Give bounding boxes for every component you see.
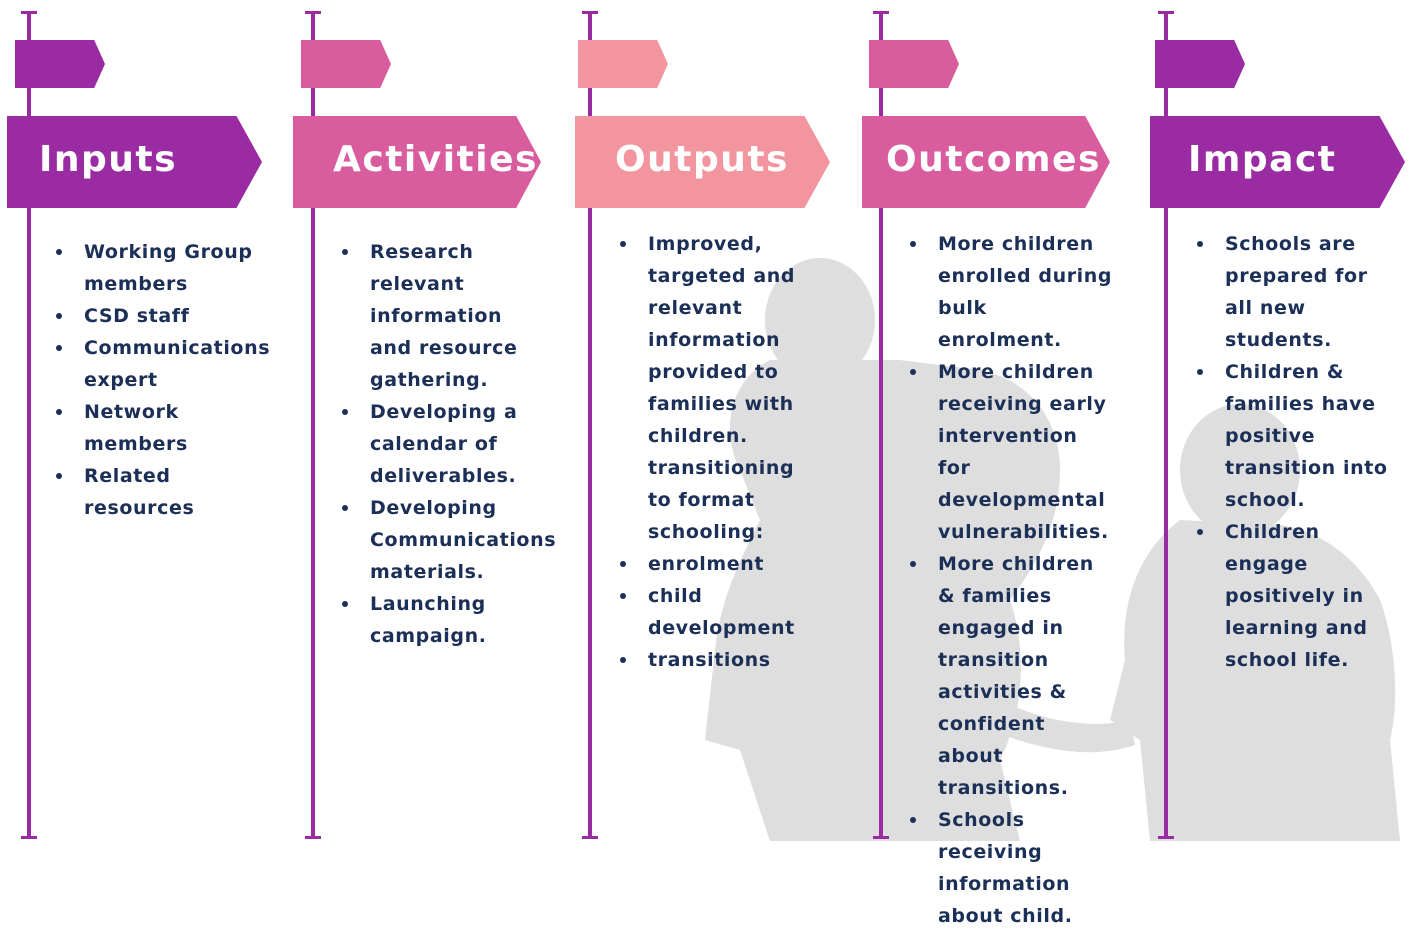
- pole-cap-bottom: [1158, 836, 1174, 839]
- header-flag-impact: Impact: [1150, 116, 1405, 208]
- pole-cap-bottom: [21, 836, 37, 839]
- pole-cap-bottom: [305, 836, 321, 839]
- item-list: Improved, targeted and relevant informat…: [620, 228, 820, 676]
- small-pennant: [301, 40, 391, 88]
- list-item: Schools receiving information about chil…: [910, 804, 1115, 932]
- small-pennant: [578, 40, 668, 88]
- pole-cap-top: [873, 11, 889, 14]
- pole-cap-top: [582, 11, 598, 14]
- flag-pole: [879, 12, 883, 838]
- header-flag-activities: Activities: [293, 116, 541, 208]
- list-item: Improved, targeted and relevant informat…: [620, 228, 820, 548]
- item-list: Schools are prepared for all new student…: [1197, 228, 1402, 676]
- list-item: Children & families have positive transi…: [1197, 356, 1402, 516]
- list-item: Working Group members: [56, 236, 271, 300]
- list-item: Related resources: [56, 460, 271, 524]
- flag-pole: [27, 12, 31, 838]
- small-pennant: [15, 40, 105, 88]
- pole-cap-bottom: [582, 836, 598, 839]
- list-item: Developing a calendar of deliverables.: [342, 396, 547, 492]
- list-item: Communications expert: [56, 332, 271, 396]
- list-item: More children enrolled during bulk enrol…: [910, 228, 1115, 356]
- item-list: Working Group members CSD staff Communic…: [56, 236, 271, 524]
- list-item: Schools are prepared for all new student…: [1197, 228, 1402, 356]
- item-list: Research relevant information and resour…: [342, 236, 556, 652]
- list-item: transitions: [620, 644, 820, 676]
- list-item: Research relevant information and resour…: [342, 236, 547, 396]
- pole-cap-top: [21, 11, 37, 14]
- list-item: Launching campaign.: [342, 588, 547, 652]
- pole-cap-top: [1158, 11, 1174, 14]
- small-pennant: [1155, 40, 1245, 88]
- column-title: Outputs: [615, 139, 789, 180]
- column-title: Activities: [333, 139, 538, 180]
- header-flag-inputs: Inputs: [7, 116, 262, 208]
- header-flag-outputs: Outputs: [575, 116, 830, 208]
- list-item: Children engage positively in learning a…: [1197, 516, 1402, 676]
- column-title: Inputs: [39, 139, 178, 180]
- flag-pole: [311, 12, 315, 838]
- small-pennant: [869, 40, 959, 88]
- list-item: More children receiving early interventi…: [910, 356, 1115, 548]
- list-item: Developing Communications materials.: [342, 492, 556, 588]
- pole-cap-bottom: [873, 836, 889, 839]
- list-item: child development: [620, 580, 820, 644]
- item-list: More children enrolled during bulk enrol…: [910, 228, 1115, 932]
- list-item: Network members: [56, 396, 271, 460]
- column-title: Impact: [1188, 139, 1337, 180]
- column-title: Outcomes: [886, 139, 1101, 180]
- pole-cap-top: [305, 11, 321, 14]
- header-flag-outcomes: Outcomes: [862, 116, 1110, 208]
- logic-model-diagram: Inputs Working Group members CSD staff C…: [7, 11, 1405, 927]
- list-item: More children & families engaged in tran…: [910, 548, 1115, 804]
- list-item: CSD staff: [56, 300, 271, 332]
- list-item: enrolment: [620, 548, 820, 580]
- flag-pole: [588, 12, 592, 838]
- flag-pole: [1164, 12, 1168, 838]
